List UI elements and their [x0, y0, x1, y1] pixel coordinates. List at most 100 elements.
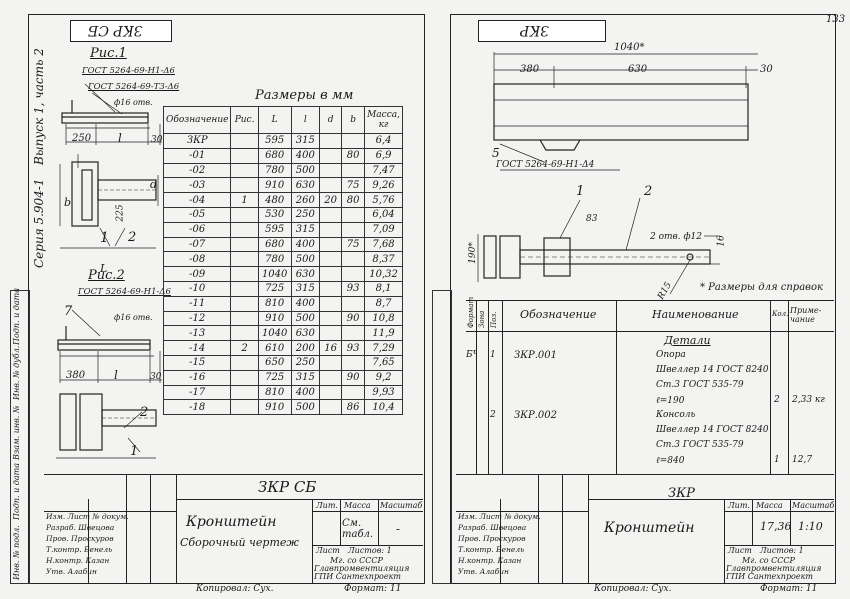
- fig1-title: Рис.1: [90, 46, 127, 61]
- left-copied: Копировал: Сух.: [196, 584, 274, 594]
- right-gost: ГОСТ 5264-69-Н1-Δ4: [496, 160, 595, 170]
- header-mass: Масса, кг: [364, 106, 403, 134]
- right-sheet: [450, 14, 836, 584]
- fig1-L: L: [100, 262, 108, 275]
- left-scale-label: Масштаб: [380, 501, 423, 510]
- table-cell: -18: [162, 399, 232, 416]
- right-dim-630: 630: [628, 64, 648, 75]
- staff-row: Изм. Лист № докум.: [46, 512, 129, 521]
- spec-cell-name: Ст.3 ГОСТ 535-79: [656, 440, 744, 450]
- right-lit-label: Лит.: [728, 501, 750, 510]
- right-doc-code: ЗКР: [668, 486, 695, 501]
- table-cell: [319, 399, 343, 416]
- left-title-block: [44, 474, 423, 583]
- spec-cell-qty: 1: [774, 455, 780, 465]
- table-header-row: Обозначение Рис. L l d b Масса, кг: [162, 106, 403, 134]
- header-figure: Рис.: [230, 106, 259, 134]
- left-org-2: Главпромвентиляция: [314, 564, 410, 573]
- staff-row: Разраб. Швецова: [458, 523, 527, 532]
- staff-row: Разраб. Швецова: [46, 523, 115, 532]
- left-lit-label: Лит.: [316, 501, 338, 510]
- fig1-dim-250: 250: [72, 133, 92, 144]
- right-dim-30: 30: [760, 64, 773, 75]
- staff-row: Пров. Проскуров: [458, 534, 526, 543]
- spec-h-format: Формат: [467, 296, 475, 328]
- spec-row: ℓ=840 1 12,7: [466, 455, 834, 470]
- spec-cell-qty: 2: [774, 395, 780, 405]
- left-mass-label: Масса: [344, 501, 371, 510]
- staff-row: Изм. Лист № докум.: [458, 512, 541, 521]
- table-cell: 10,4: [364, 399, 403, 416]
- fig1-dim-30: 30: [151, 135, 163, 145]
- spec-cell-name: Консоль: [656, 410, 696, 420]
- right-format: Формат: 11: [760, 584, 818, 594]
- spec-section: Детали: [664, 334, 711, 347]
- fig1-hole: ф16 отв.: [114, 98, 153, 107]
- table-cell: [230, 399, 259, 416]
- fig1-d: d: [150, 178, 158, 191]
- right-scale-value: 1:10: [798, 520, 823, 533]
- spec-cell-code: ЗКР.002: [514, 410, 557, 421]
- right-title-name: Кронштейн: [604, 520, 695, 536]
- right-org-1: Мг. со СССР: [742, 556, 795, 565]
- right-side-strip: [432, 290, 452, 584]
- spec-cell-name: ℓ=190: [656, 396, 685, 406]
- right-title-block: [456, 474, 834, 583]
- spec-cell-name: Швеллер 14 ГОСТ 8240-72: [656, 365, 768, 375]
- spec-cell-note: 12,7: [792, 455, 813, 465]
- fig1-dim-l: l: [118, 131, 122, 145]
- left-org-3: ГПИ Сантехпроект: [314, 572, 401, 581]
- right-sheet-label: Лист: [728, 546, 752, 555]
- spec-cell-name: ℓ=840: [656, 456, 685, 466]
- table-caption: Размеры в мм: [255, 88, 354, 103]
- left-mass-value: См. табл.: [342, 518, 374, 540]
- fig1-callout-1: 1: [100, 230, 109, 246]
- left-org-1: Мг. со СССР: [330, 556, 383, 565]
- fig2-callout-7: 7: [64, 304, 73, 319]
- spec-cell-fmt: БЧ: [466, 350, 476, 360]
- right-scale-label: Масштаб: [792, 501, 835, 510]
- staff-row: Утв. Алабин: [46, 567, 97, 576]
- table-cell: 630: [290, 325, 321, 342]
- fig2-dim-l: l: [114, 368, 118, 382]
- left-corner-stamp: [70, 20, 172, 42]
- left-sheet: [28, 14, 425, 584]
- spec-h-code: Обозначение: [520, 308, 597, 321]
- spec-cell-note: 2,33 кг: [792, 395, 825, 405]
- spec-cell-pos: 1: [490, 350, 496, 360]
- header-d: d: [319, 106, 343, 134]
- left-doc-code: ЗКР СБ: [258, 478, 317, 496]
- right-callout-5: 5: [492, 146, 500, 160]
- fig2-callout-2: 2: [140, 405, 149, 420]
- spec-row: 2 ЗКР.002 Консоль: [466, 410, 834, 425]
- right-dim-380: 380: [520, 64, 540, 75]
- fig1-callout-2: 2: [128, 230, 137, 245]
- spec-row: Швеллер 14 ГОСТ 8240-72: [466, 425, 834, 440]
- spec-cell-code: ЗКР.001: [514, 350, 557, 361]
- spec-row: Швеллер 14 ГОСТ 8240-72: [466, 365, 834, 380]
- spec-cell-name: Швеллер 14 ГОСТ 8240-72: [656, 425, 768, 435]
- spec-cell-pos: 2: [490, 410, 496, 420]
- left-sheets-label: Листов: 1: [348, 546, 392, 555]
- fig2-gost: ГОСТ 5264-69-Н1-Δ6: [78, 287, 171, 297]
- spec-cell-name: Ст.3 ГОСТ 535-79: [656, 380, 744, 390]
- right-callout-1: 1: [576, 184, 585, 199]
- sheet-number: 133: [826, 14, 846, 25]
- right-mass-value: 17,36: [760, 520, 792, 533]
- right-callout-2: 2: [644, 184, 653, 199]
- header-L: L: [257, 106, 292, 134]
- left-scale-value: -: [396, 522, 401, 536]
- left-side-strip: [10, 290, 30, 584]
